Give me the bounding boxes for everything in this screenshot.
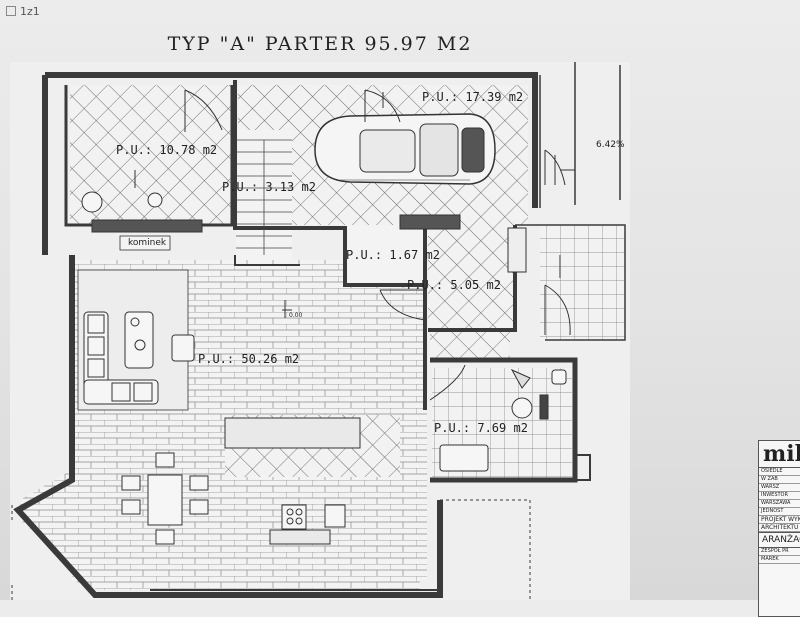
walls xyxy=(11,62,626,600)
doors xyxy=(184,89,571,401)
fireplace xyxy=(91,219,203,233)
nightstand xyxy=(81,191,103,213)
furniture xyxy=(77,191,567,545)
title-block-line: WARSZAWA xyxy=(759,500,800,508)
wall-segment xyxy=(399,214,461,230)
title-block-project: PROJEKT WYK xyxy=(759,516,800,524)
terrace-floor xyxy=(540,225,625,340)
title-block-sheet: ARANŻAC xyxy=(759,532,800,548)
sink xyxy=(324,504,346,528)
title-block-line: JEDNOST xyxy=(759,508,800,516)
car-icon xyxy=(314,113,496,185)
office-chair xyxy=(511,397,533,419)
title-block-firm: mik xyxy=(759,441,800,468)
cooktop xyxy=(281,504,307,530)
title-block: mik OSIEDLE W ZAB WARSZ INWESTOR WARSZAW… xyxy=(758,440,800,617)
armchair xyxy=(171,334,195,362)
page-tab[interactable]: 1z1 xyxy=(0,0,46,22)
stairs xyxy=(236,139,292,255)
plan-title: TYP "A" PARTER 95.97 M2 xyxy=(167,33,473,55)
title-block-footer: MAREK xyxy=(759,556,800,564)
title-block-discipline: ARCHITEKTU xyxy=(759,524,800,532)
floor-plan xyxy=(10,62,630,600)
floor-fills xyxy=(20,85,625,590)
markers xyxy=(134,92,575,318)
title-block-line: WARSZ xyxy=(759,484,800,492)
title-block-line: OSIEDLE xyxy=(759,468,800,476)
title-block-line: INWESTOR xyxy=(759,492,800,500)
wc-floor xyxy=(345,225,425,285)
title-block-line: W ZAB xyxy=(759,476,800,484)
page-tab-label: 1z1 xyxy=(20,4,40,18)
title-block-footer: ZESPÓŁ PR xyxy=(759,548,800,556)
kitchen-counter xyxy=(224,417,361,449)
dining-table xyxy=(147,474,183,526)
office-sofa xyxy=(439,444,489,472)
hall-floor xyxy=(428,225,513,330)
page-icon xyxy=(6,6,16,16)
